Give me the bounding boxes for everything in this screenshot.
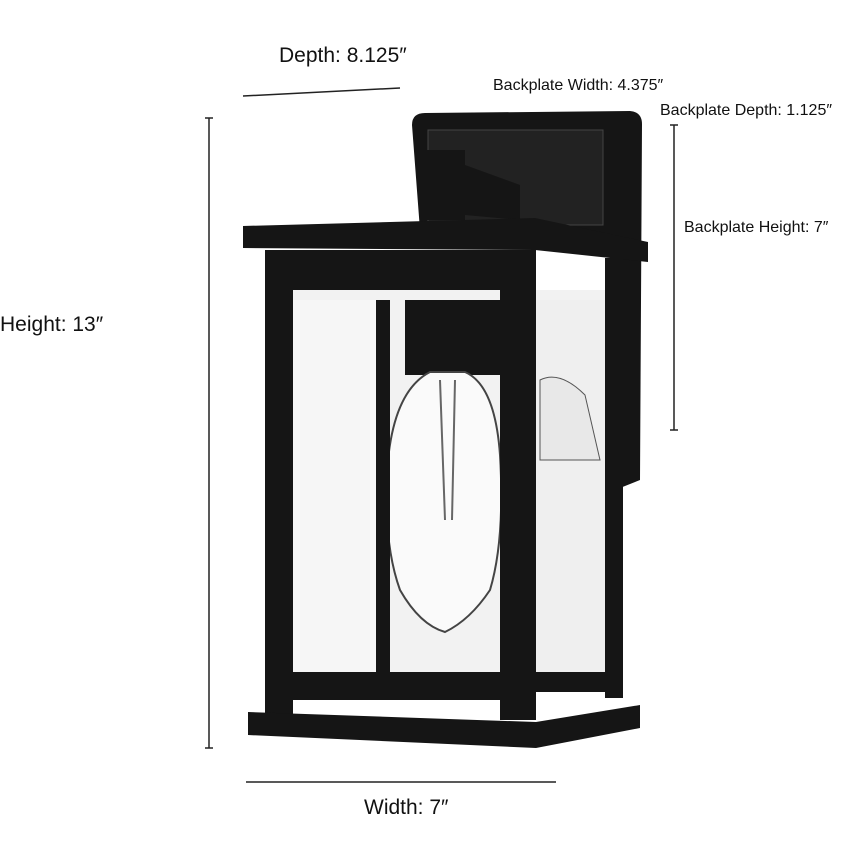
depth-dimension-line: [242, 87, 401, 97]
backplate: [412, 111, 642, 490]
lantern-top-cap: [243, 218, 648, 262]
glass-panel-side: [536, 300, 606, 675]
backplate-depth-label: Backplate Depth: 1.125″: [660, 102, 832, 119]
lantern-frame: [265, 250, 623, 720]
height-label: Height: 13″: [0, 313, 104, 336]
backplate-height-label: Backplate Height: 7″: [684, 219, 829, 236]
lantern-base: [248, 705, 640, 748]
depth-label: Depth: 8.125″: [279, 44, 407, 67]
glass-panel-front: [290, 300, 380, 680]
width-label: Width: 7″: [364, 796, 449, 819]
backplate-width-label: Backplate Width: 4.375″: [493, 77, 664, 94]
